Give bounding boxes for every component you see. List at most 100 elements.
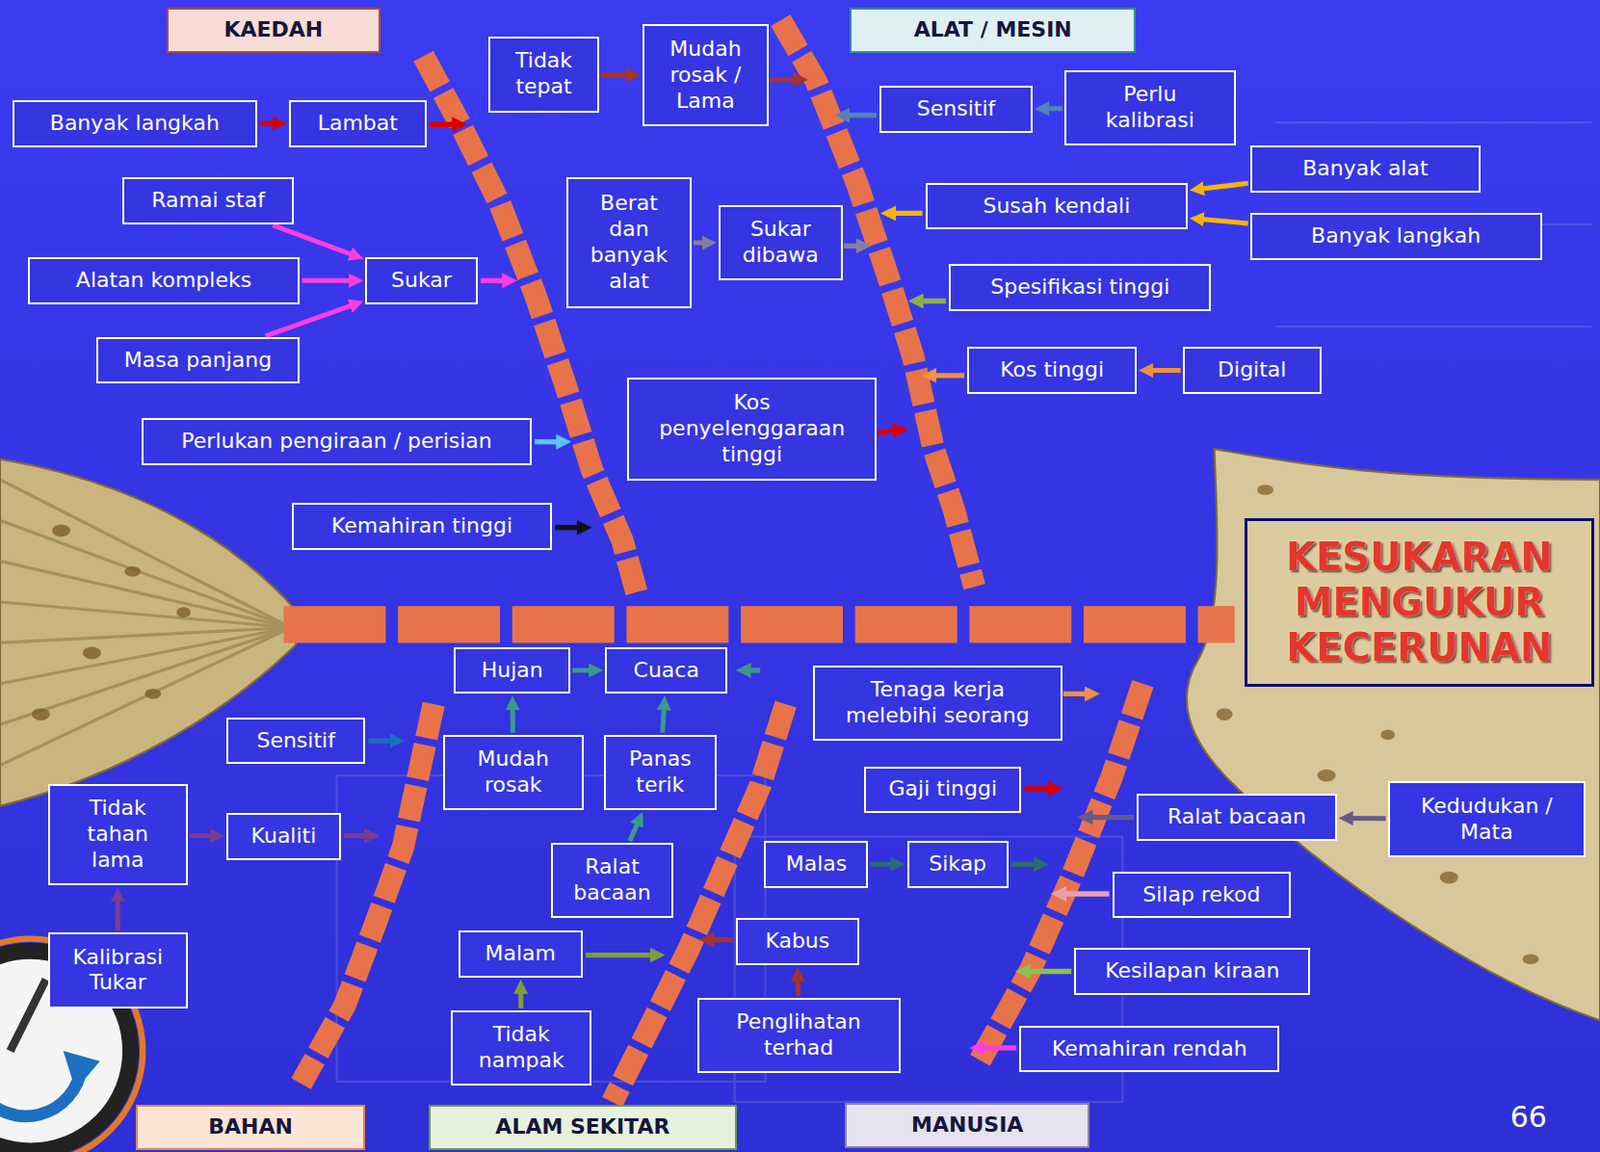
fish-spot bbox=[1440, 871, 1459, 885]
cause-box: Sikap bbox=[907, 840, 1009, 889]
fish-spot bbox=[1380, 729, 1395, 740]
tail-fin-ray bbox=[0, 627, 291, 725]
node-text: Sukar bbox=[391, 267, 452, 294]
fish-spot bbox=[1521, 953, 1539, 965]
cause-arrow bbox=[189, 833, 219, 839]
cause-box: Sensitif bbox=[226, 717, 366, 765]
cause-box: Kos tinggi bbox=[967, 346, 1137, 394]
node-text: Ralat bacaan bbox=[1167, 804, 1307, 831]
clock-icon bbox=[10, 979, 47, 1051]
node-text: Lambat bbox=[317, 110, 398, 137]
cause-box: Ralat bacaan bbox=[550, 842, 674, 919]
category-label: BAHAN bbox=[135, 1104, 366, 1151]
cause-arrow bbox=[1195, 218, 1249, 224]
fish-spot bbox=[1257, 484, 1274, 496]
node-text: Hujan bbox=[481, 657, 544, 684]
node-text: Kos penyelenggaraan tinggi bbox=[638, 390, 865, 468]
cause-arrow bbox=[1344, 815, 1387, 821]
node-text: Kalibrasi Tukar bbox=[59, 944, 177, 997]
problem-head: KESUKARAN MENGUKUR KECERUNAN bbox=[1244, 518, 1594, 687]
leader-arrow bbox=[877, 429, 902, 433]
leader-arrow bbox=[367, 737, 399, 743]
node-text: MANUSIA bbox=[911, 1112, 1023, 1139]
node-text: Sukar dibawa bbox=[730, 216, 832, 269]
cause-box: Kedudukan / Mata bbox=[1388, 781, 1586, 857]
node-text: Perlukan pengiraan / perisian bbox=[181, 428, 492, 455]
fish-spot bbox=[52, 524, 71, 538]
cause-box: Sukar dibawa bbox=[718, 205, 843, 281]
cause-arrow bbox=[1144, 367, 1181, 373]
cause-box: Tidak tahan lama bbox=[48, 784, 188, 887]
tail-fin-ray bbox=[0, 561, 291, 629]
connector-layer bbox=[117, 75, 1386, 1009]
cause-box: Alatan kompleks bbox=[27, 257, 301, 305]
leader-arrow bbox=[585, 952, 659, 958]
category-label: MANUSIA bbox=[844, 1102, 1090, 1149]
tail-fin-ray bbox=[0, 479, 291, 629]
leader-arrow bbox=[343, 833, 374, 839]
category-label: ALAM SEKITAR bbox=[428, 1104, 737, 1151]
cause-box: Lambat bbox=[288, 100, 427, 148]
cause-box: Gaji tinggi bbox=[864, 766, 1022, 814]
node-text: Penglihatan terhad bbox=[708, 1009, 890, 1062]
cause-box: Berat dan banyak alat bbox=[566, 177, 692, 309]
cause-arrow bbox=[795, 972, 801, 997]
node-text: KAEDAH bbox=[223, 17, 323, 44]
cause-arrow bbox=[629, 816, 641, 841]
cause-box: Susah kendali bbox=[925, 183, 1188, 231]
leader-arrow bbox=[554, 524, 586, 530]
cause-box: Banyak langkah bbox=[12, 100, 258, 148]
node-text: Sensitif bbox=[917, 96, 997, 123]
node-text: Masa panjang bbox=[124, 347, 272, 374]
tail-fin-ray bbox=[0, 602, 291, 628]
cause-box: Silap rekod bbox=[1112, 871, 1291, 919]
node-text: ALAT / MESIN bbox=[914, 17, 1073, 44]
node-text: Kos tinggi bbox=[999, 357, 1104, 384]
leader-arrow bbox=[843, 243, 866, 249]
leader-arrow bbox=[840, 112, 877, 118]
node-text: Banyak langkah bbox=[1311, 223, 1481, 250]
cause-box: Kalibrasi Tukar bbox=[48, 932, 188, 1008]
cause-box: Kemahiran rendah bbox=[1019, 1025, 1280, 1074]
node-text: Mudah rosak bbox=[454, 746, 573, 799]
node-text: Kemahiran rendah bbox=[1051, 1036, 1248, 1063]
node-text: Perlu kalibrasi bbox=[1075, 81, 1225, 134]
tail-fin-ray bbox=[0, 520, 291, 628]
cause-arrow bbox=[265, 303, 359, 337]
cause-box: Kos penyelenggaraan tinggi bbox=[627, 377, 876, 481]
node-text: Kemahiran tinggi bbox=[331, 513, 513, 540]
node-text: Tidak tahan lama bbox=[59, 795, 177, 873]
cause-arrow bbox=[1040, 105, 1063, 111]
fish-spot bbox=[1317, 769, 1337, 783]
cause-box: Cuaca bbox=[604, 647, 728, 695]
node-text: Tidak nampak bbox=[462, 1022, 580, 1075]
node-text: Tenaga kerja melebihi seorang bbox=[824, 677, 1050, 730]
leader-arrow bbox=[975, 1045, 1017, 1050]
node-text: Spesifikasi tinggi bbox=[990, 274, 1170, 301]
cause-arrow bbox=[869, 862, 899, 867]
fish-head bbox=[1186, 448, 1600, 1021]
leader-arrow bbox=[741, 667, 761, 673]
leader-arrow bbox=[480, 278, 512, 284]
node-text: Banyak alat bbox=[1302, 156, 1428, 183]
node-text: Kabus bbox=[764, 928, 830, 955]
cause-arrow bbox=[115, 892, 121, 931]
node-text: Alatan kompleks bbox=[76, 267, 252, 294]
node-text: Ramai staf bbox=[151, 187, 265, 214]
node-text: Malam bbox=[484, 941, 556, 968]
cause-arrow bbox=[693, 240, 711, 246]
cause-box: Tidak tepat bbox=[488, 36, 599, 112]
cause-box: Banyak alat bbox=[1250, 145, 1481, 193]
fish-spot bbox=[144, 688, 161, 700]
cause-arrow bbox=[518, 985, 524, 1009]
node-text: KESUKARAN MENGUKUR KECERUNAN bbox=[1257, 534, 1581, 672]
clock-icon bbox=[63, 1050, 101, 1090]
cause-box: Kabus bbox=[735, 918, 860, 966]
node-text: BAHAN bbox=[208, 1114, 293, 1141]
node-text: Mudah rosak / Lama bbox=[654, 36, 757, 114]
cause-box: Hujan bbox=[453, 647, 571, 695]
cause-arrow bbox=[510, 701, 516, 733]
node-text: Kualiti bbox=[251, 823, 317, 850]
node-text: Banyak langkah bbox=[50, 110, 220, 137]
